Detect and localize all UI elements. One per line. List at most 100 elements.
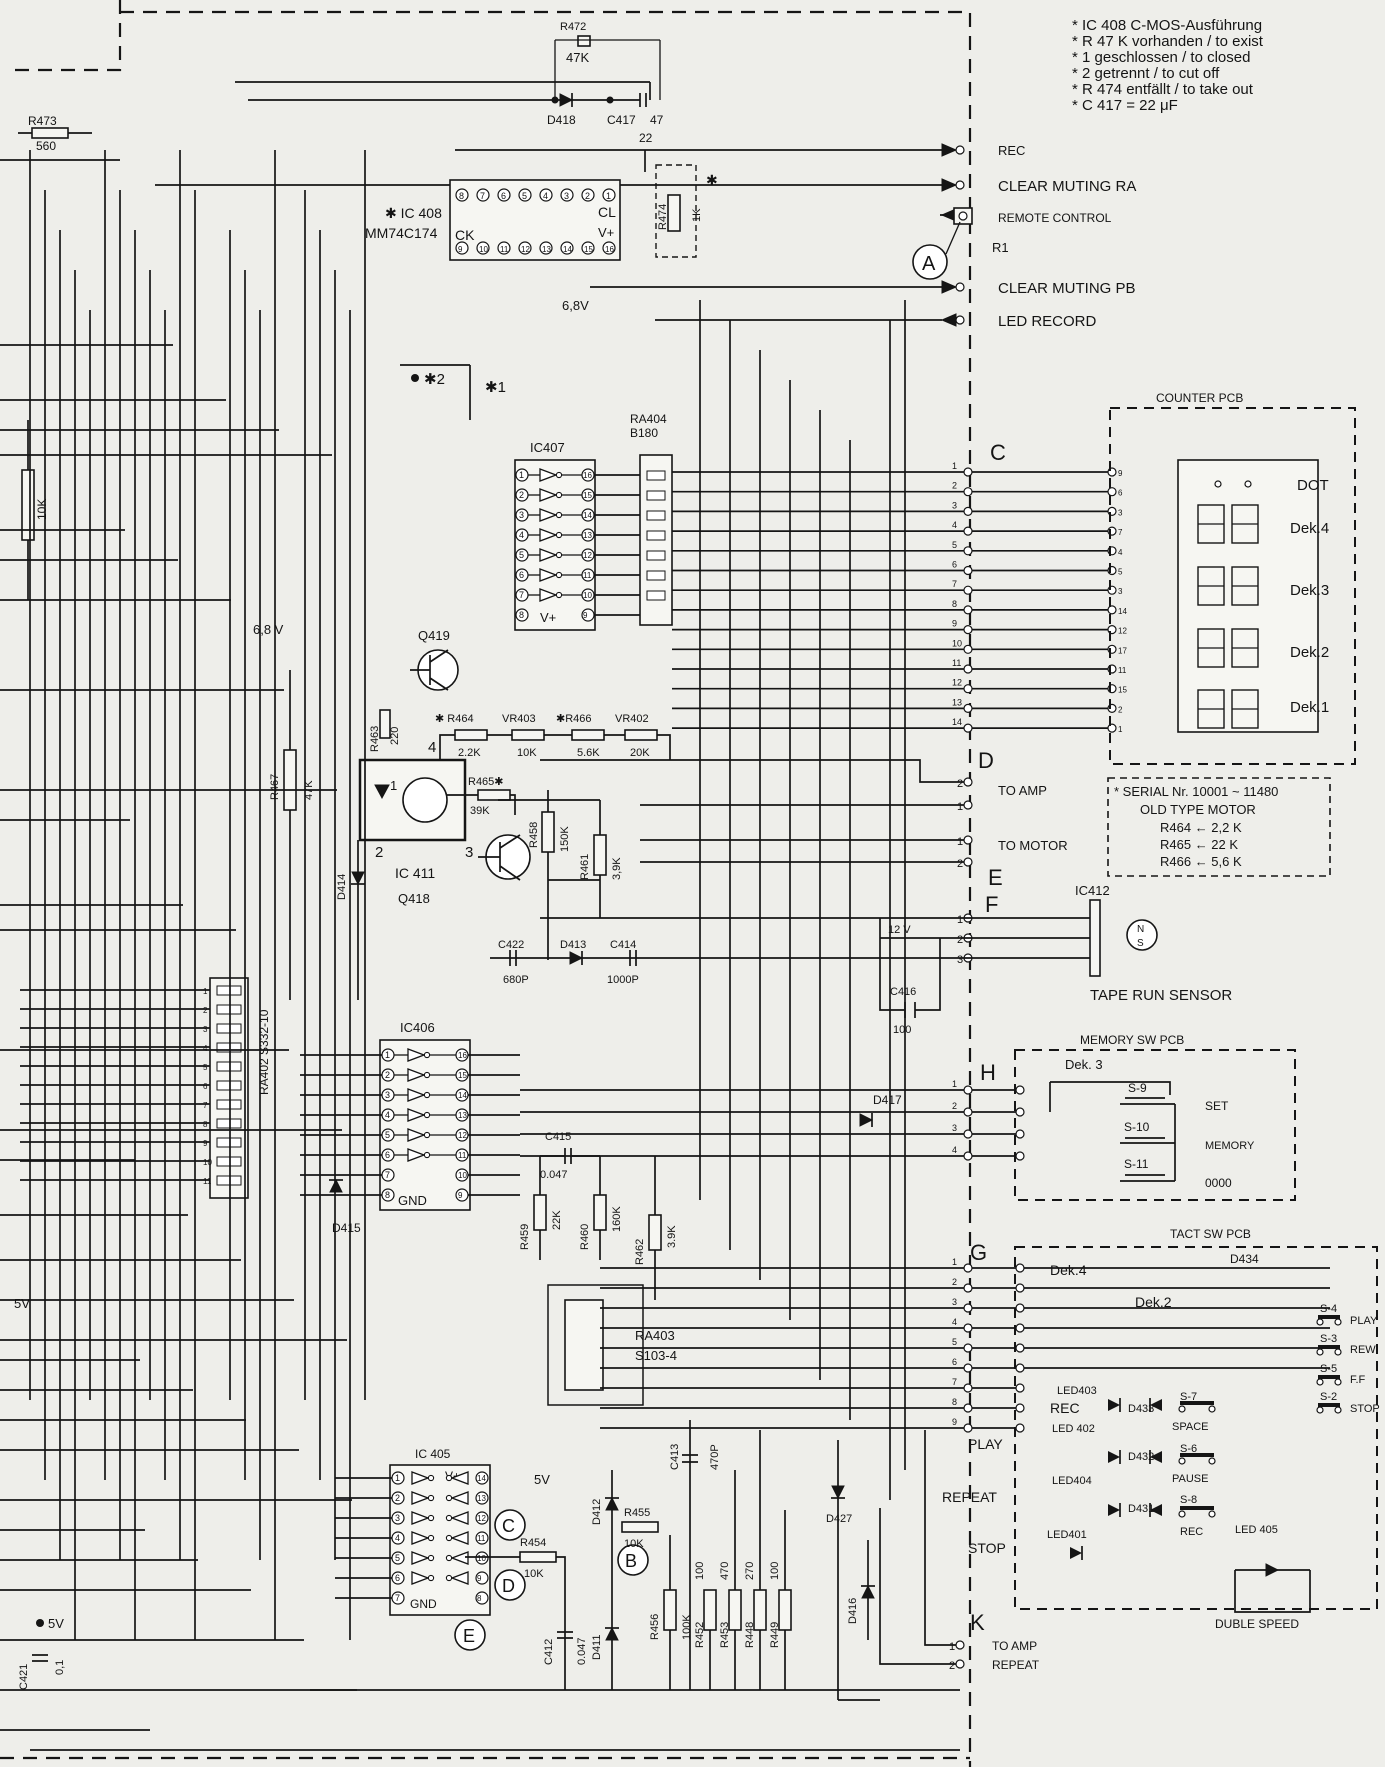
- d434-label: D434: [1230, 1252, 1259, 1266]
- svg-text:2: 2: [957, 778, 963, 790]
- svg-text:1: 1: [203, 987, 208, 996]
- ra402-label: RA402 S332-10: [257, 1009, 271, 1095]
- r458-value: 150K: [559, 826, 571, 852]
- svg-text:1: 1: [952, 1257, 957, 1267]
- lower-components: C413 470P D412 R455 10K R454 10K C412 0.…: [465, 1420, 721, 1690]
- v5-bottom-label: 5V: [48, 1616, 64, 1631]
- r449-value: 100: [769, 1562, 781, 1580]
- d417-label: D417: [873, 1093, 902, 1107]
- svg-text:1: 1: [957, 836, 963, 848]
- svg-text:14: 14: [1118, 607, 1127, 616]
- svg-text:7: 7: [952, 1377, 957, 1387]
- svg-text:14: 14: [477, 1474, 486, 1483]
- svg-text:10: 10: [952, 638, 962, 648]
- r465-value: 39K: [470, 805, 490, 817]
- clear-muting-pb-signal: CLEAR MUTING PB: [998, 280, 1136, 297]
- set-label: SET: [1205, 1099, 1229, 1113]
- repeat-k-label: REPEAT: [992, 1658, 1040, 1672]
- r464-value: 2.2K: [458, 747, 481, 759]
- serial-line2: OLD TYPE MOTOR: [1140, 802, 1256, 817]
- to-motor-label: TO MOTOR: [998, 838, 1068, 853]
- svg-text:2: 2: [395, 1493, 400, 1503]
- r462-value: 3.9K: [666, 1225, 678, 1248]
- r472-label: R472: [560, 21, 586, 33]
- svg-text:1: 1: [1118, 725, 1123, 734]
- svg-text:4: 4: [519, 530, 524, 540]
- svg-text:5: 5: [522, 191, 527, 201]
- ra403-value: S103-4: [635, 1348, 677, 1363]
- ra403-label: RA403: [635, 1328, 675, 1343]
- memory-pcb-title: MEMORY SW PCB: [1080, 1033, 1184, 1047]
- c415-value: 0.047: [540, 1169, 568, 1181]
- ic407-vplus: V+: [540, 610, 556, 625]
- vr403-label: VR403: [502, 713, 536, 725]
- d418-diode: [559, 93, 574, 107]
- svg-text:14: 14: [458, 1091, 467, 1100]
- svg-text:10: 10: [583, 591, 592, 600]
- ff-output: F.F: [1350, 1374, 1366, 1386]
- svg-text:2: 2: [952, 1101, 957, 1111]
- svg-text:8: 8: [519, 610, 524, 620]
- q419-label: Q419: [418, 628, 450, 643]
- q418-label: Q418: [398, 891, 430, 906]
- svg-text:12: 12: [583, 551, 592, 560]
- svg-text:2: 2: [957, 934, 963, 946]
- tact-repeat: REPEAT: [942, 1489, 997, 1505]
- r453-label: R453: [719, 1622, 731, 1648]
- connector-c-label: C: [990, 440, 1006, 465]
- power-section: 5V 5V C421 0,1: [14, 1296, 66, 1690]
- q418-section: Q418 R458 150K R461 3,9K C422 680P D413 …: [398, 790, 941, 1036]
- r466-value: 5.6K: [577, 747, 600, 759]
- svg-text:1: 1: [519, 470, 524, 480]
- svg-text:5: 5: [385, 1130, 390, 1140]
- svg-text:7: 7: [952, 579, 957, 589]
- svg-text:9: 9: [458, 245, 463, 254]
- notes-block: * IC 408 C-MOS-Ausführung * R 47 K vorha…: [1072, 17, 1264, 114]
- amp-motor-connector: 21 12 TO AMP TO MOTOR E F: [540, 759, 1068, 917]
- s7-label: S-7: [1180, 1391, 1197, 1403]
- svg-text:2: 2: [1118, 705, 1123, 714]
- tact-dek4: Dek.4: [1050, 1262, 1087, 1278]
- svg-text:13: 13: [583, 531, 592, 540]
- connector-f-label: F: [985, 892, 998, 917]
- svg-text:3: 3: [385, 1090, 390, 1100]
- note-line: * R 47 K vorhanden / to exist: [1072, 33, 1264, 50]
- svg-text:3: 3: [203, 1025, 208, 1034]
- d427-label: D427: [826, 1513, 852, 1525]
- svg-text:2: 2: [203, 1006, 208, 1015]
- led402-label: LED 402: [1052, 1423, 1095, 1435]
- r454-value: 10K: [524, 1568, 544, 1580]
- tape-run-sensor-label: TAPE RUN SENSOR: [1090, 987, 1232, 1004]
- v68-label: 6,8V: [562, 298, 589, 313]
- tp-b: B: [625, 1551, 637, 1571]
- svg-text:2: 2: [585, 191, 590, 201]
- v5-ic405-label: 5V: [534, 1472, 550, 1487]
- tact-play: PLAY: [968, 1436, 1003, 1452]
- serial-line3: R464 ← 2,2 K: [1160, 820, 1242, 835]
- r10k-value: 10K: [35, 499, 49, 520]
- ra404-value: B180: [630, 426, 658, 440]
- svg-text:5: 5: [519, 550, 524, 560]
- svg-text:9: 9: [1118, 469, 1123, 478]
- svg-text:6: 6: [501, 191, 506, 201]
- r455-label: R455: [624, 1507, 650, 1519]
- d433-label: D433: [1128, 1403, 1154, 1415]
- svg-text:7: 7: [1118, 528, 1123, 537]
- svg-text:4: 4: [952, 520, 957, 530]
- r466-label: ✱R466: [556, 713, 592, 725]
- c421-label: C421: [18, 1664, 30, 1690]
- svg-text:2: 2: [957, 858, 963, 870]
- to-amp-k-label: TO AMP: [992, 1639, 1037, 1653]
- svg-text:10: 10: [203, 1158, 212, 1167]
- svg-text:4: 4: [1118, 548, 1123, 557]
- tact-sw-pcb: TACT SW PCB G Dek.4 Dek.2 D434 123456789…: [879, 1227, 1380, 1672]
- svg-text:12: 12: [477, 1514, 486, 1523]
- svg-text:11: 11: [500, 245, 509, 254]
- svg-text:13: 13: [542, 245, 551, 254]
- r460-label: R460: [579, 1224, 591, 1250]
- r455-value: 10K: [624, 1538, 644, 1550]
- r449-label: R449: [769, 1622, 781, 1648]
- v12-label: 12 V: [888, 924, 911, 936]
- svg-text:8: 8: [385, 1190, 390, 1200]
